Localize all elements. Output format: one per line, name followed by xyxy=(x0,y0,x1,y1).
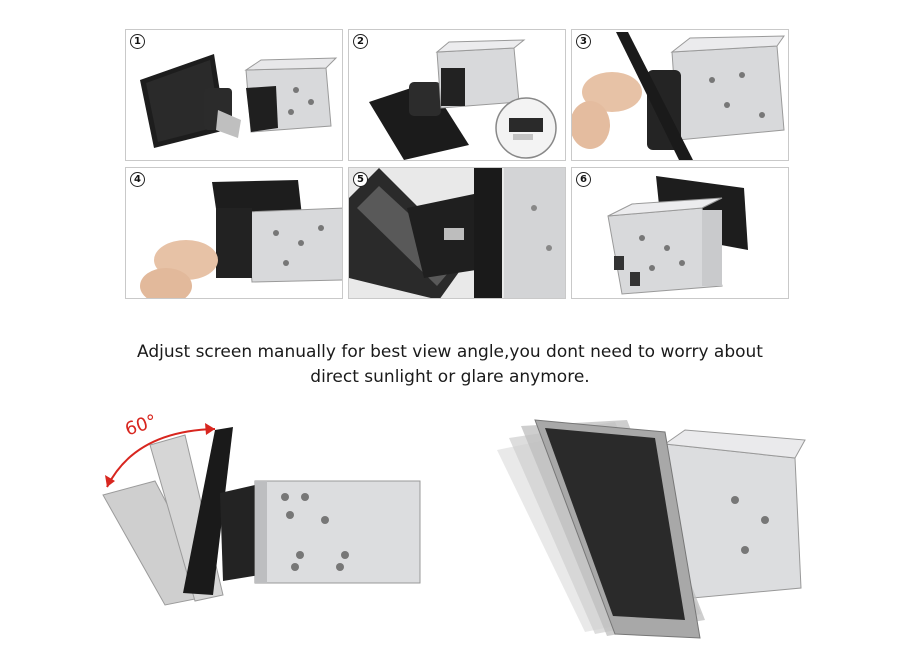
multi-position-graphic xyxy=(497,419,806,639)
step-number-badge: 4 xyxy=(130,172,145,187)
step-3-panel: 3 xyxy=(571,29,789,161)
caption-line-1: Adjust screen manually for best view ang… xyxy=(137,342,763,362)
step-6-illustration xyxy=(607,176,748,295)
step-3-illustration xyxy=(572,32,785,160)
step-1-illustration xyxy=(140,54,338,148)
step-number-badge: 3 xyxy=(576,34,591,49)
step-4-illustration xyxy=(140,180,342,298)
step-number-badge: 1 xyxy=(130,34,145,49)
tilt-angle-illustration: 60° xyxy=(95,405,430,615)
step-number-badge: 6 xyxy=(576,172,591,187)
step-6-panel: 6 xyxy=(571,167,789,299)
step-4-panel: 4 xyxy=(125,167,343,299)
step-number-badge: 2 xyxy=(353,34,368,49)
tilt-angle-graphic xyxy=(102,423,421,606)
step-5-illustration xyxy=(349,168,565,298)
caption-line-2: direct sunlight or glare anymore. xyxy=(310,367,590,387)
feature-caption: Adjust screen manually for best view ang… xyxy=(100,340,800,390)
multi-position-illustration xyxy=(495,410,815,640)
step-2-panel: 2 xyxy=(348,29,566,161)
step-1-panel: 1 xyxy=(125,29,343,161)
step-number-badge: 5 xyxy=(353,172,368,187)
step-5-panel: 5 xyxy=(348,167,566,299)
install-steps-grid: 1 2 xyxy=(125,29,789,300)
step-2-illustration xyxy=(369,39,557,160)
